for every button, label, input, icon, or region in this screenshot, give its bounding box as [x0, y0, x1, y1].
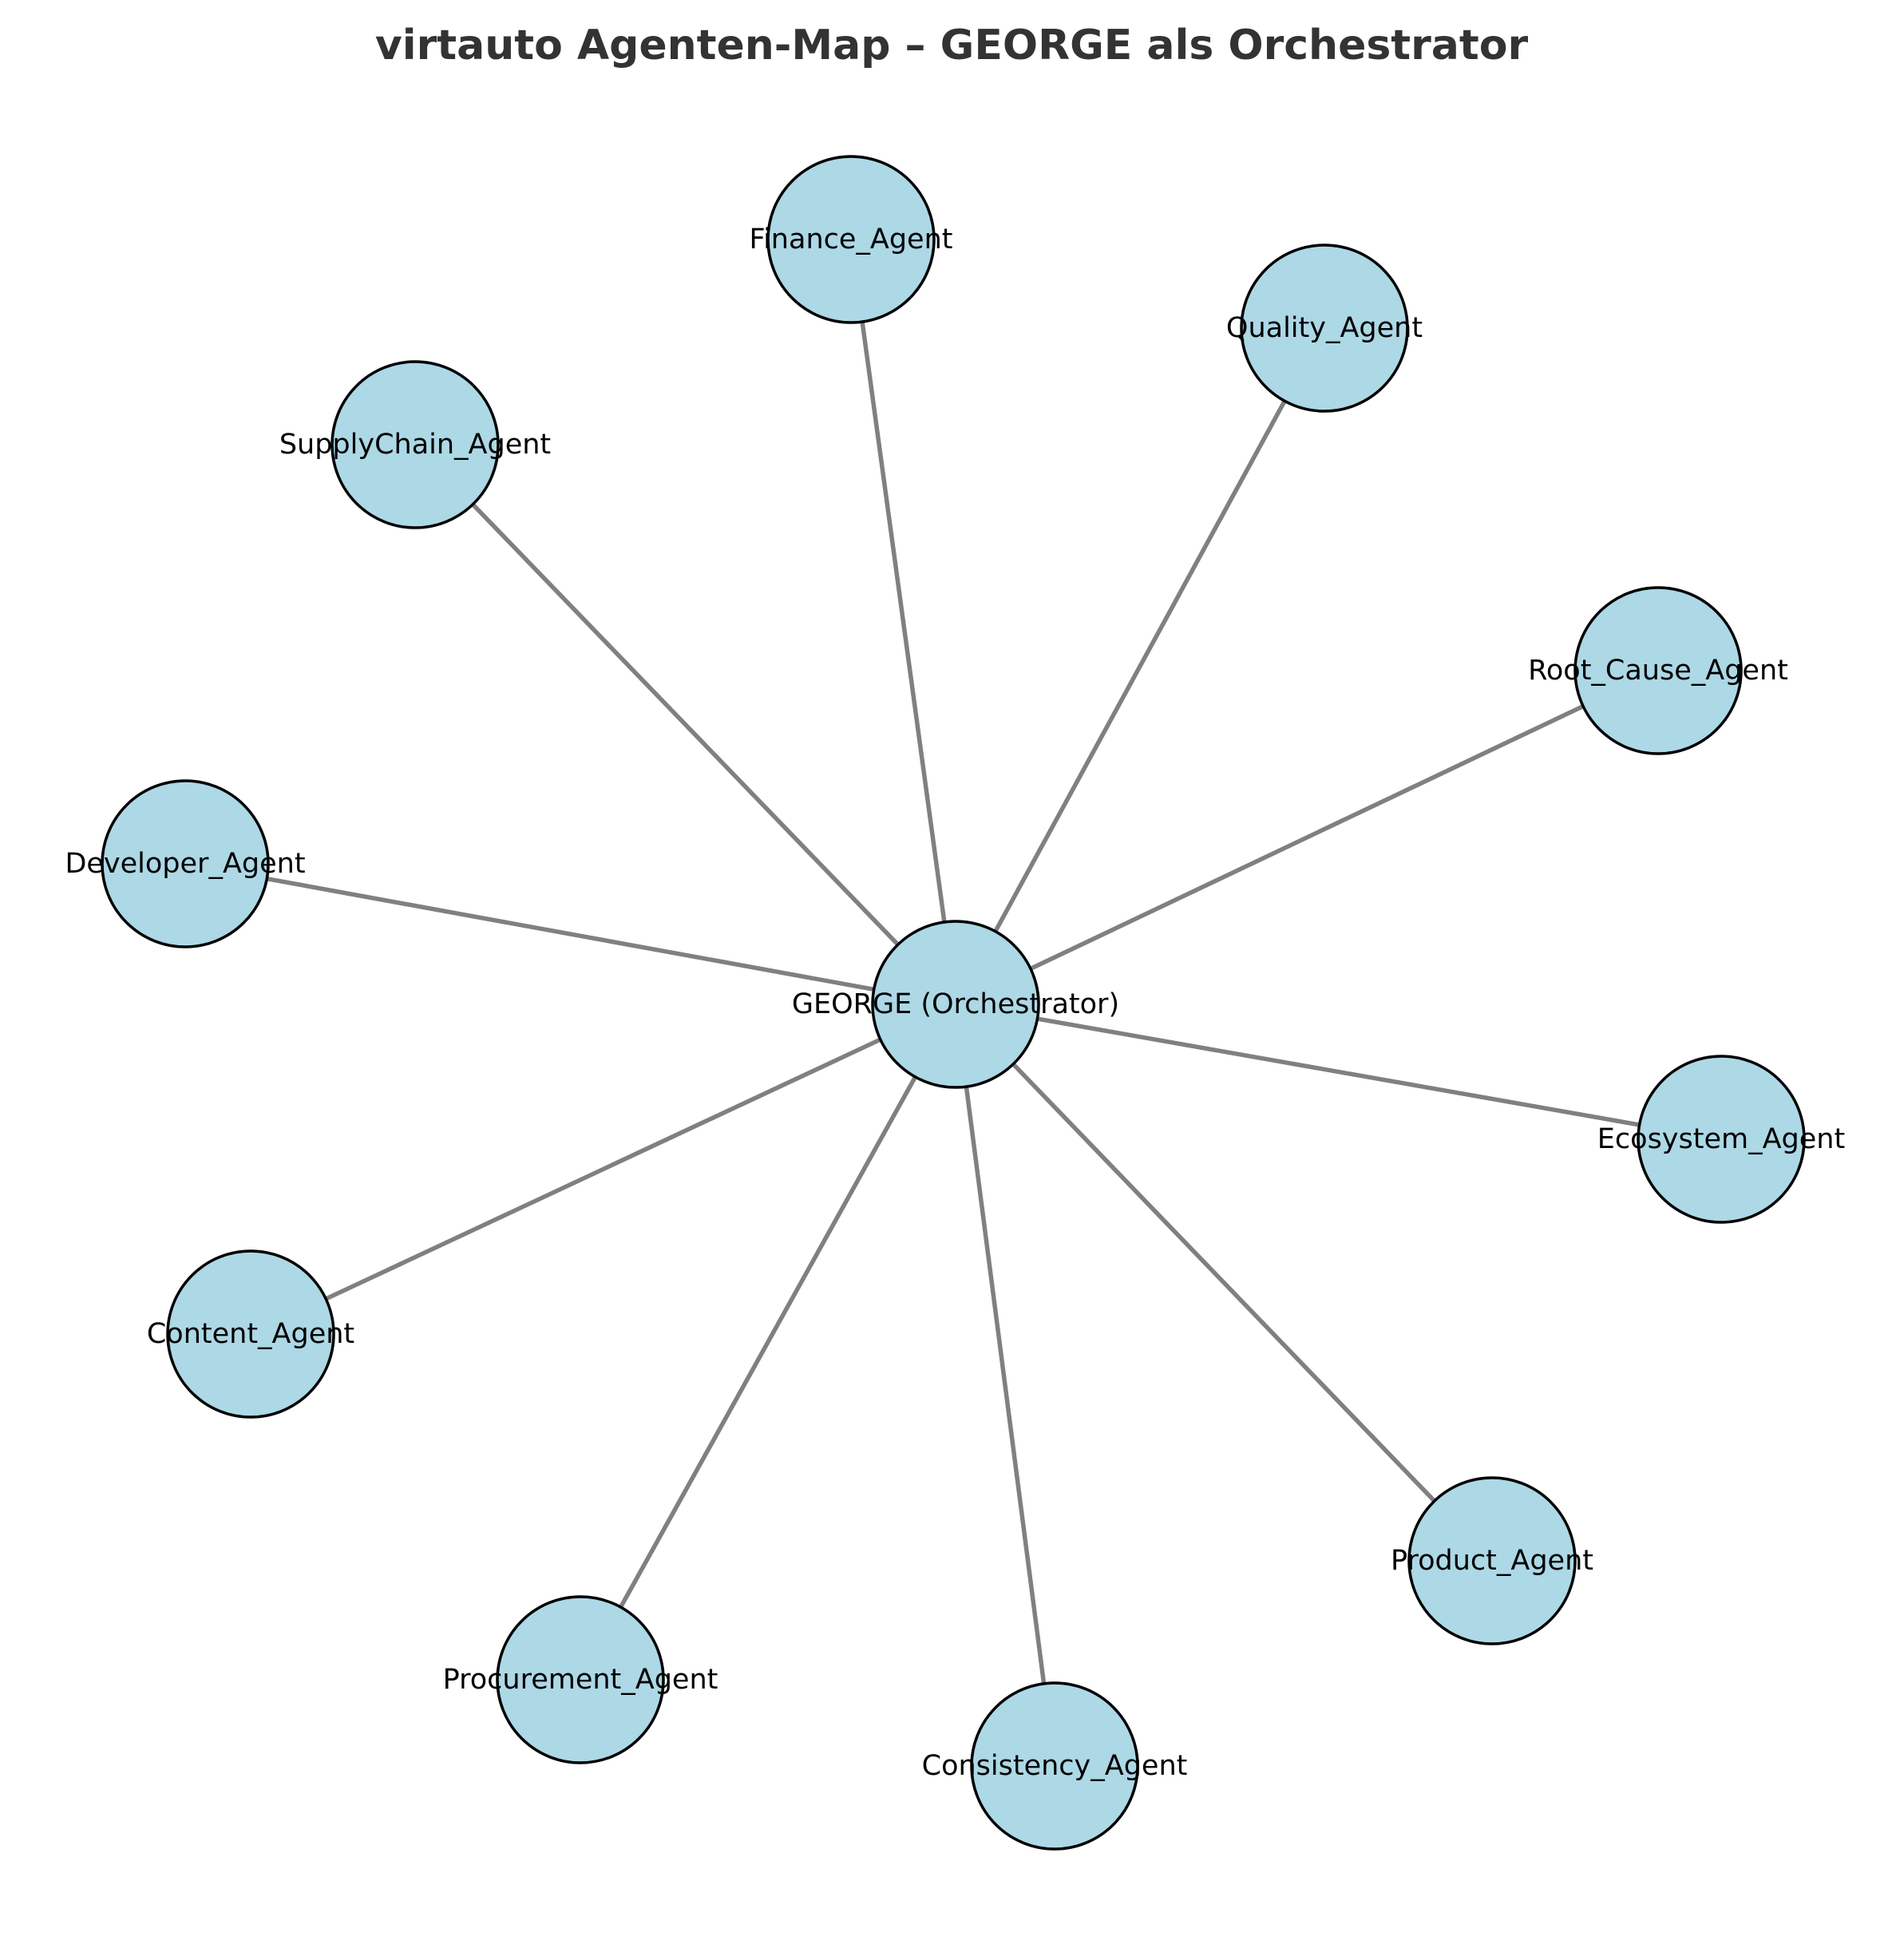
edges-layer — [266, 321, 1641, 1685]
node-circle-developer — [101, 779, 270, 948]
node-circle-product — [1407, 1476, 1577, 1645]
node-procurement: Procurement_Agent — [443, 1595, 718, 1764]
diagram-title: virtauto Agenten-Map – GEORGE als Orches… — [375, 22, 1529, 69]
node-circle-procurement — [496, 1595, 665, 1764]
node-circle-finance — [766, 155, 936, 324]
node-developer: Developer_Agent — [65, 779, 306, 948]
node-circle-content — [166, 1249, 335, 1419]
node-label-quality: Quality_Agent — [1226, 312, 1423, 344]
node-circle-george — [871, 920, 1040, 1089]
node-circle-ecosystem — [1637, 1055, 1806, 1224]
node-label-george: GEORGE (Orchestrator) — [792, 988, 1119, 1020]
edge-george-quality — [993, 399, 1287, 933]
node-label-supplychain: SupplyChain_Agent — [279, 429, 551, 461]
node-rootcause: Root_Cause_Agent — [1528, 586, 1788, 755]
node-label-consistency: Consistency_Agent — [922, 1750, 1188, 1782]
node-label-finance: Finance_Agent — [750, 224, 953, 255]
node-label-product: Product_Agent — [1391, 1545, 1593, 1577]
node-consistency: Consistency_Agent — [922, 1681, 1188, 1851]
edge-george-consistency — [964, 1086, 1047, 1685]
node-circle-consistency — [970, 1681, 1139, 1851]
edge-george-rootcause — [1029, 704, 1585, 971]
edge-george-ecosystem — [1036, 1016, 1641, 1127]
edge-george-finance — [860, 321, 947, 923]
node-content: Content_Agent — [147, 1249, 354, 1419]
node-label-rootcause: Root_Cause_Agent — [1528, 655, 1788, 687]
node-label-developer: Developer_Agent — [65, 848, 305, 880]
node-george: GEORGE (Orchestrator) — [792, 920, 1119, 1089]
node-label-content: Content_Agent — [147, 1318, 354, 1350]
node-ecosystem: Ecosystem_Agent — [1597, 1055, 1845, 1224]
edge-george-procurement — [619, 1075, 917, 1609]
edge-george-product — [1011, 1062, 1436, 1503]
node-label-ecosystem: Ecosystem_Agent — [1597, 1123, 1845, 1155]
edge-george-content — [325, 1037, 881, 1301]
nodes-layer: GEORGE (Orchestrator) Finance_AgentQualit… — [65, 155, 1845, 1851]
node-circle-rootcause — [1573, 586, 1743, 755]
node-supplychain: SupplyChain_Agent — [279, 360, 551, 529]
edge-george-developer — [266, 876, 875, 992]
node-quality: Quality_Agent — [1226, 244, 1423, 413]
node-circle-quality — [1240, 244, 1409, 413]
node-finance: Finance_Agent — [750, 155, 953, 324]
node-product: Product_Agent — [1391, 1476, 1593, 1645]
edge-george-supplychain — [471, 502, 900, 947]
node-circle-supplychain — [331, 360, 500, 529]
node-label-procurement: Procurement_Agent — [443, 1664, 718, 1696]
